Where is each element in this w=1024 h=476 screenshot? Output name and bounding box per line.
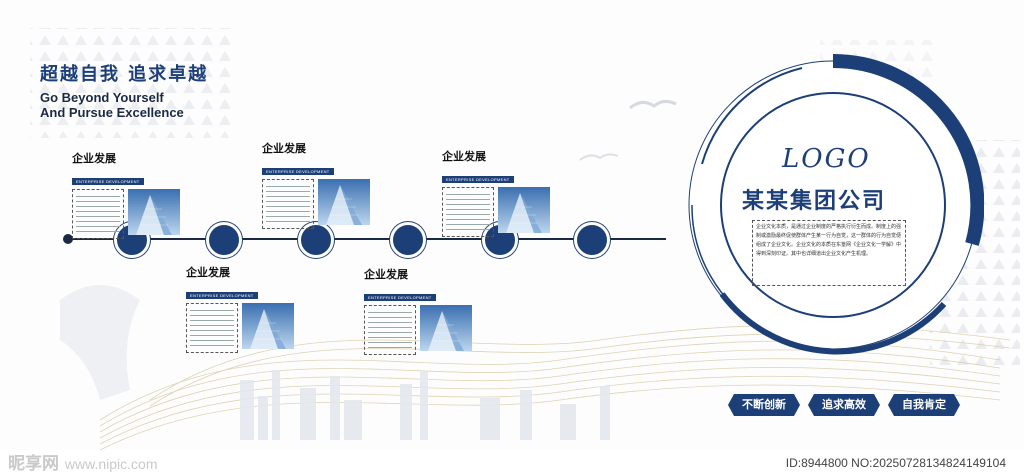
timeline-line <box>66 238 666 240</box>
card-subtitle: ENTERPRISE DEVELOPMENT <box>262 168 334 175</box>
card-title: 企业发展 <box>72 152 116 165</box>
building-photo <box>318 179 370 225</box>
timeline-node-6 <box>574 222 610 258</box>
card-subtitle: ENTERPRISE DEVELOPMENT <box>364 294 436 301</box>
watermark-url: www.nipic.com <box>64 456 158 472</box>
badge-innovation: 不断创新 <box>728 394 800 416</box>
building-photo <box>128 189 180 235</box>
milestone-card-3: 企业发展 ENTERPRISE DEVELOPMENT <box>442 148 562 237</box>
milestone-card-2: 企业发展 ENTERPRISE DEVELOPMENT <box>262 140 382 229</box>
milestone-card-4: 企业发展 ENTERPRISE DEVELOPMENT <box>186 264 306 353</box>
timeline-node-4 <box>390 222 426 258</box>
building-photo <box>498 187 550 233</box>
company-description: 企业文化本质，是通过企业制度的严格执行衍生而成。制度上的强制或激励最终促使群体产… <box>752 220 906 286</box>
slogan-chinese: 超越自我 追求卓越 <box>40 64 209 85</box>
card-title: 企业发展 <box>262 142 306 155</box>
building-photo <box>242 303 294 349</box>
building-photo <box>420 305 472 351</box>
card-title: 企业发展 <box>186 266 230 279</box>
slogan-block: 超越自我 追求卓越 Go Beyond Yourself And Pursue … <box>40 60 208 120</box>
slogan-english-line-2: And Pursue Excellence <box>40 105 184 120</box>
card-subtitle: ENTERPRISE DEVELOPMENT <box>72 178 144 185</box>
timeline-node-2 <box>206 222 242 258</box>
slogan-english-line-1: Go Beyond Yourself <box>40 90 164 105</box>
watermark-brand-name: 昵享网 <box>8 454 59 474</box>
timeline-start-dot <box>63 234 73 244</box>
watermark-id: ID:8944800 NO:20250728134824149104 <box>785 456 1006 470</box>
badge-self-affirmation: 自我肯定 <box>888 394 960 416</box>
card-title: 企业发展 <box>364 268 408 281</box>
card-text-placeholder <box>186 303 238 353</box>
milestone-card-1: 企业发展 ENTERPRISE DEVELOPMENT <box>72 150 192 239</box>
milestone-card-5: 企业发展 ENTERPRISE DEVELOPMENT <box>364 266 484 355</box>
company-logo-text: LOGO <box>782 144 871 174</box>
badge-efficiency: 追求高效 <box>808 394 880 416</box>
card-text-placeholder <box>442 187 494 237</box>
watermark-bar <box>0 450 1024 476</box>
company-name: 某某集团公司 <box>742 189 887 214</box>
card-text-placeholder <box>364 305 416 355</box>
card-title: 企业发展 <box>442 150 486 163</box>
card-text-placeholder <box>72 189 124 239</box>
card-subtitle: ENTERPRISE DEVELOPMENT <box>186 292 258 299</box>
watermark-brand: 昵享网 www.nipic.com <box>8 449 158 474</box>
card-subtitle: ENTERPRISE DEVELOPMENT <box>442 176 514 183</box>
card-text-placeholder <box>262 179 314 229</box>
